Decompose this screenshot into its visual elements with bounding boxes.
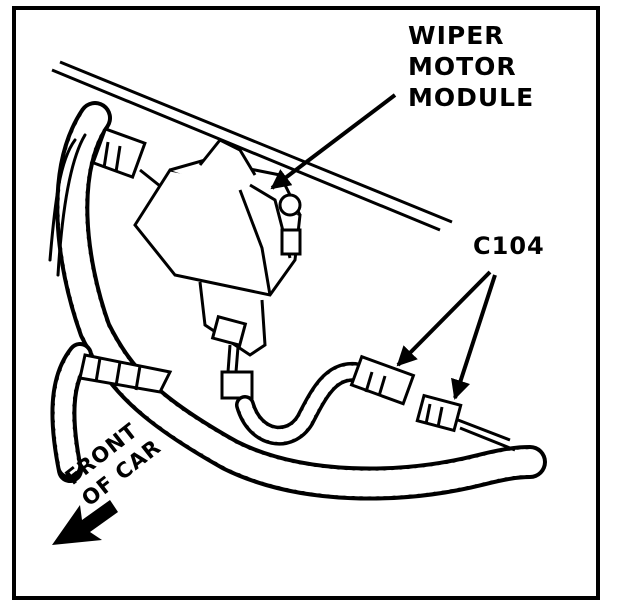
cowl-panel: [51, 60, 453, 232]
diagram-frame: [12, 6, 600, 600]
pointer-arrows: [270, 93, 497, 400]
front-direction-arrow: [52, 500, 118, 545]
wiper-motor-module-label: WIPER MOTOR MODULE: [408, 20, 534, 113]
c104-arrow-left: [396, 270, 492, 367]
c104-pigtail: [235, 362, 365, 446]
harness-tie: [78, 353, 173, 394]
c104-arrow-right: [451, 274, 497, 400]
label-line: MODULE: [408, 83, 535, 112]
module-arrow: [270, 93, 397, 190]
wiper-motor-module: [133, 138, 302, 357]
c104-connector: [349, 354, 516, 452]
c104-label: C104: [473, 232, 545, 260]
label-line: WIPER: [408, 21, 505, 50]
wiring-harness: [48, 101, 547, 501]
label-line: MOTOR: [408, 52, 517, 81]
upper-connector: [91, 126, 166, 192]
